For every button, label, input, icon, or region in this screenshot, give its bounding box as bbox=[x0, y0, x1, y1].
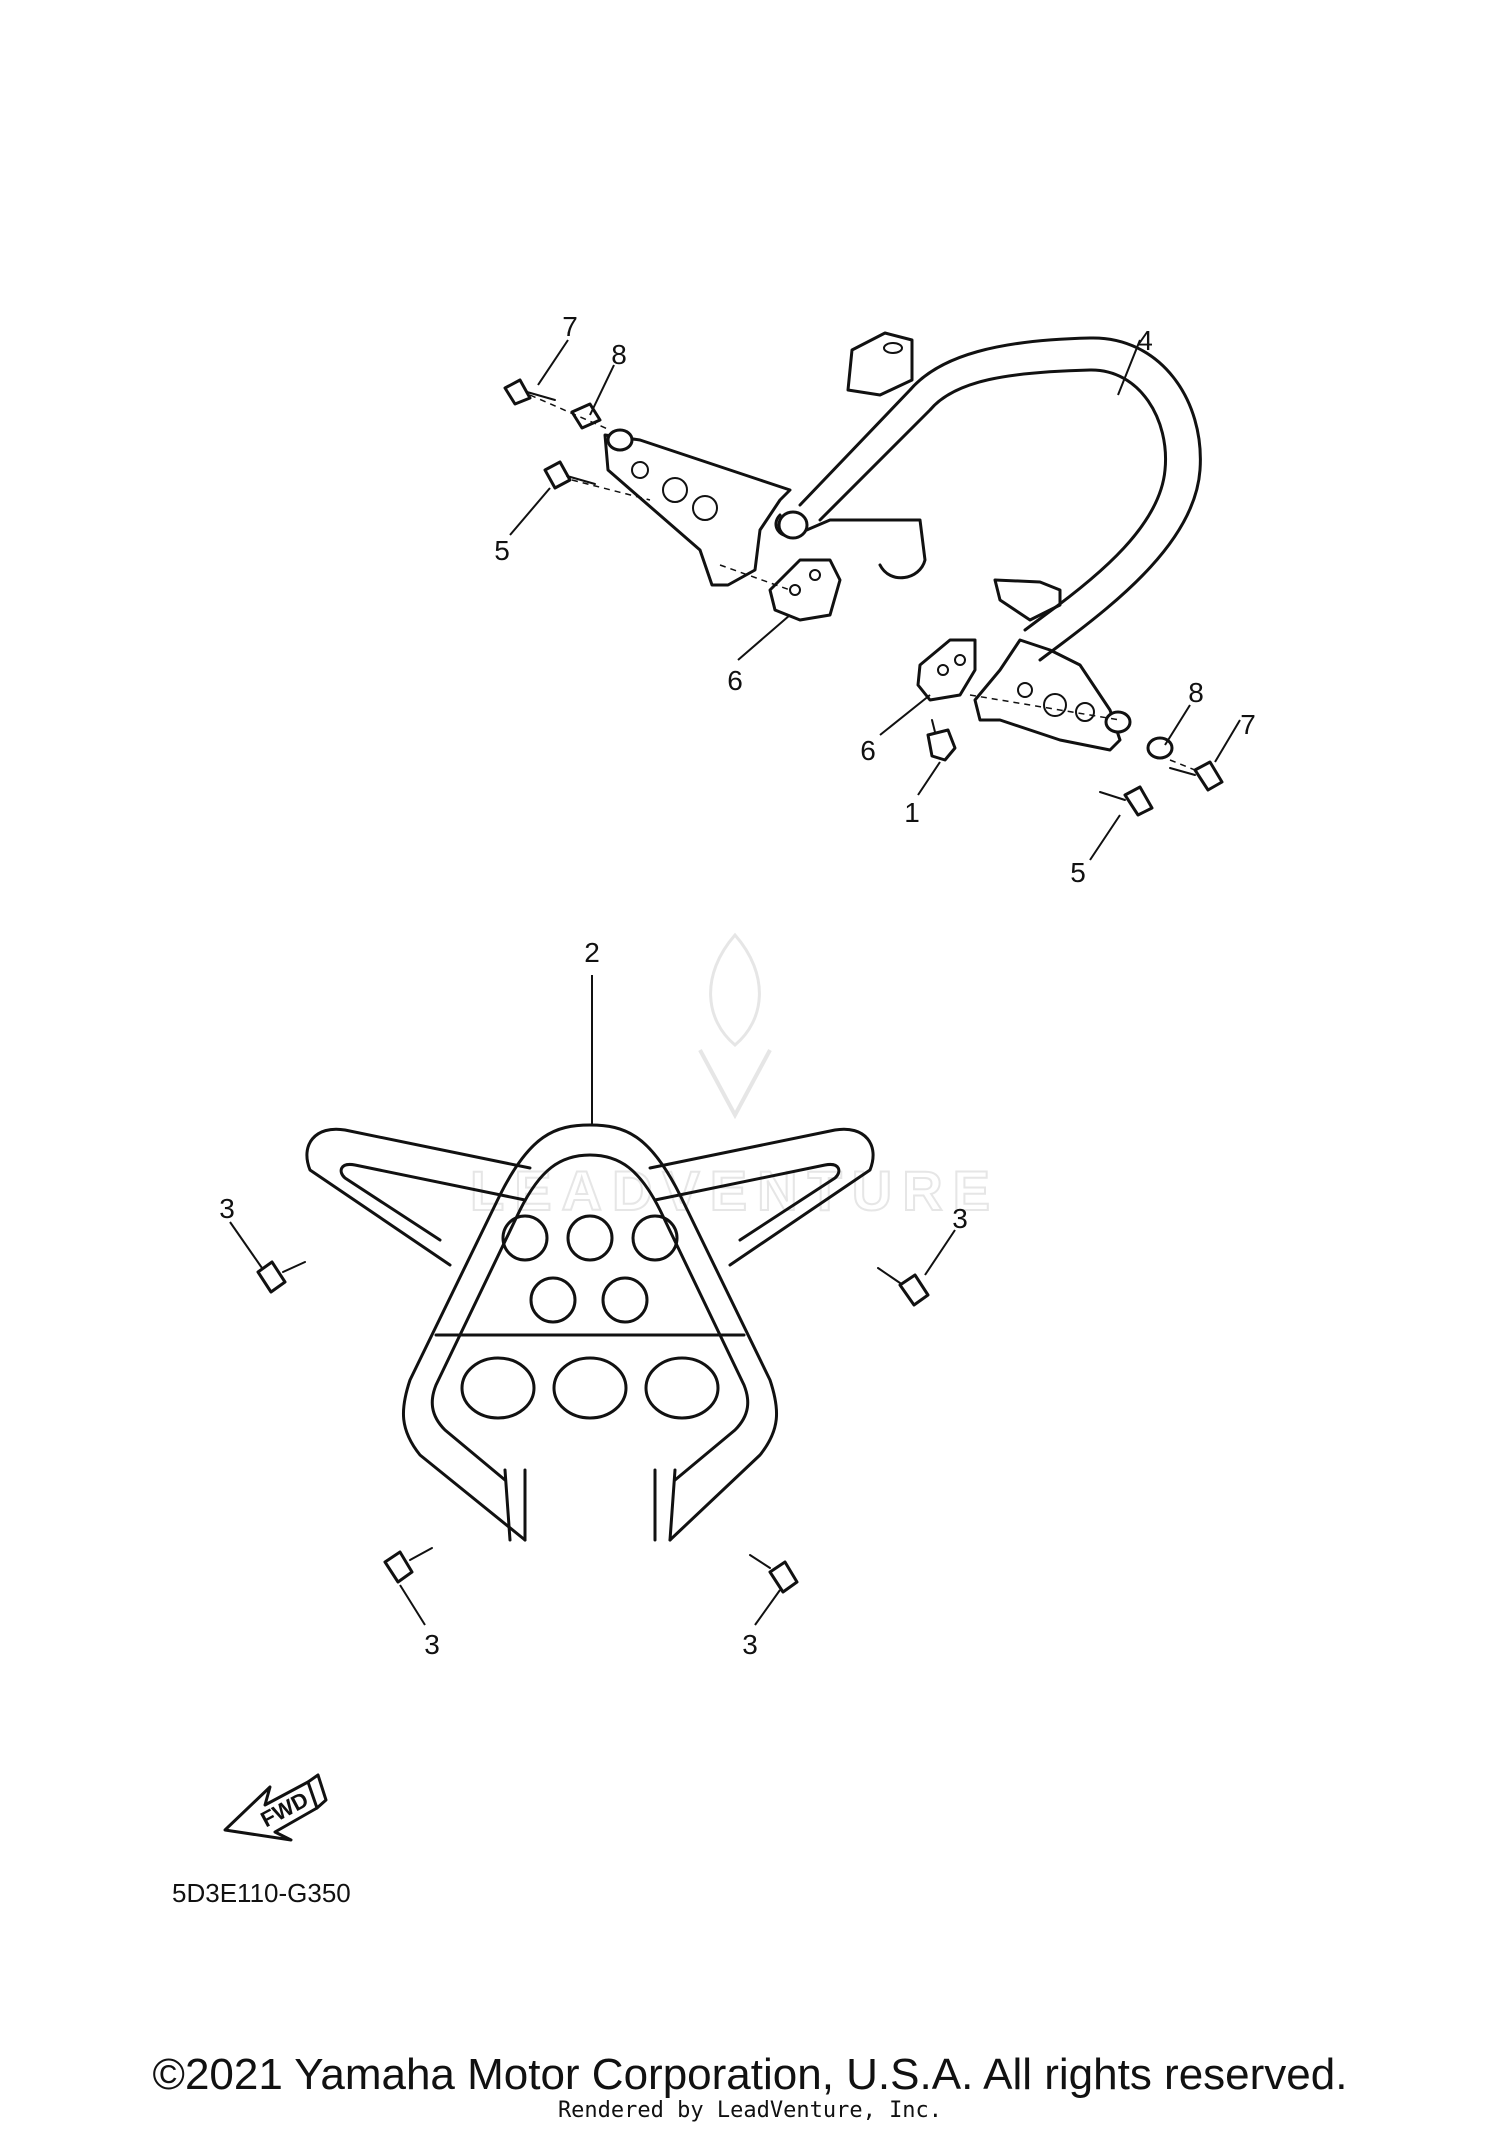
flame-logo bbox=[709, 932, 761, 1047]
clamp-tube bbox=[777, 510, 809, 540]
guard-bar bbox=[798, 336, 1202, 662]
bumper-assembly bbox=[305, 1123, 875, 1542]
assembly-lines bbox=[529, 394, 1201, 773]
plate-hole bbox=[809, 569, 821, 581]
callout-8-left: 8 bbox=[611, 339, 627, 370]
skid-hole bbox=[601, 1276, 649, 1324]
clip bbox=[926, 719, 957, 762]
plate-hole bbox=[954, 654, 966, 666]
guard-top-tab bbox=[846, 331, 914, 397]
callouts: 7 8 4 5 6 6 8 7 1 5 2 3 3 3 3 bbox=[219, 311, 1256, 1660]
bracket-hole bbox=[1075, 702, 1095, 722]
skid-hole bbox=[566, 1214, 614, 1262]
bumper-leg-left bbox=[503, 1468, 527, 1542]
skid-hole bbox=[631, 1214, 679, 1262]
bolt-3-lower-left bbox=[383, 1547, 433, 1584]
bumper-wing-left bbox=[305, 1127, 532, 1267]
callout-2: 2 bbox=[584, 937, 600, 968]
bolt-7-left bbox=[503, 378, 556, 406]
callout-8-right: 8 bbox=[1188, 677, 1204, 708]
callout-5-right: 5 bbox=[1070, 857, 1086, 888]
bracket-hole bbox=[662, 477, 688, 503]
bolt-7-right bbox=[1169, 760, 1224, 792]
callout-7-left: 7 bbox=[562, 311, 578, 342]
skid-hole bbox=[529, 1276, 577, 1324]
guard-left-clamp bbox=[774, 513, 927, 580]
skid-hole bbox=[552, 1356, 628, 1420]
callout-1: 1 bbox=[904, 797, 920, 828]
guard-right-clamp bbox=[993, 578, 1062, 622]
skid-hole bbox=[460, 1356, 536, 1420]
bolt-3-lower-right bbox=[749, 1554, 799, 1594]
callout-6-right: 6 bbox=[860, 735, 876, 766]
bracket-hole bbox=[692, 495, 718, 521]
callout-5-left: 5 bbox=[494, 535, 510, 566]
skid-hole bbox=[501, 1214, 549, 1262]
plate-left bbox=[768, 558, 842, 622]
bracket-hole bbox=[1017, 682, 1033, 698]
leadventure-watermark: LEADVENTURE bbox=[469, 932, 1000, 1223]
callout-4: 4 bbox=[1137, 325, 1153, 356]
leader-lines bbox=[229, 339, 1241, 1626]
skid-hole bbox=[644, 1356, 720, 1420]
plate-hole bbox=[789, 584, 801, 596]
callout-3-upper-right: 3 bbox=[952, 1203, 968, 1234]
plate-hole bbox=[937, 664, 949, 676]
bolt-5-right bbox=[1099, 785, 1154, 817]
diagram-code: 5D3E110-G350 bbox=[172, 1878, 351, 1908]
tab-hole bbox=[883, 342, 903, 354]
bumper-wing-right bbox=[648, 1127, 875, 1267]
rendered-by-text: Rendered by LeadVenture, Inc. bbox=[557, 2098, 943, 2123]
guard-assembly bbox=[603, 331, 1202, 752]
callout-3-lower-left: 3 bbox=[424, 1629, 440, 1660]
copyright-text: ©2021 Yamaha Motor Corporation, U.S.A. A… bbox=[152, 2050, 1348, 2099]
bracket-hole bbox=[631, 461, 649, 479]
v-logo bbox=[698, 1049, 772, 1120]
plate-right bbox=[916, 638, 977, 702]
watermark-text: LEADVENTURE bbox=[470, 1159, 1000, 1222]
left-bracket-plate bbox=[603, 433, 792, 587]
right-bracket-plate bbox=[973, 638, 1122, 752]
bumper-outer-frame bbox=[401, 1123, 779, 1542]
bumper-leg-right bbox=[653, 1468, 677, 1542]
bolt-5-left bbox=[543, 460, 596, 490]
callout-3-lower-right: 3 bbox=[742, 1629, 758, 1660]
callout-3-upper-left: 3 bbox=[219, 1193, 235, 1224]
bolt-3-upper-right bbox=[877, 1267, 930, 1307]
bumper-inner-frame bbox=[430, 1153, 750, 1482]
bolt-3-upper-left bbox=[256, 1260, 306, 1294]
callout-7-right: 7 bbox=[1240, 709, 1256, 740]
fwd-arrow-icon: FWD bbox=[223, 1773, 328, 1842]
callout-6-left: 6 bbox=[727, 665, 743, 696]
bracket-hole bbox=[1043, 693, 1067, 717]
